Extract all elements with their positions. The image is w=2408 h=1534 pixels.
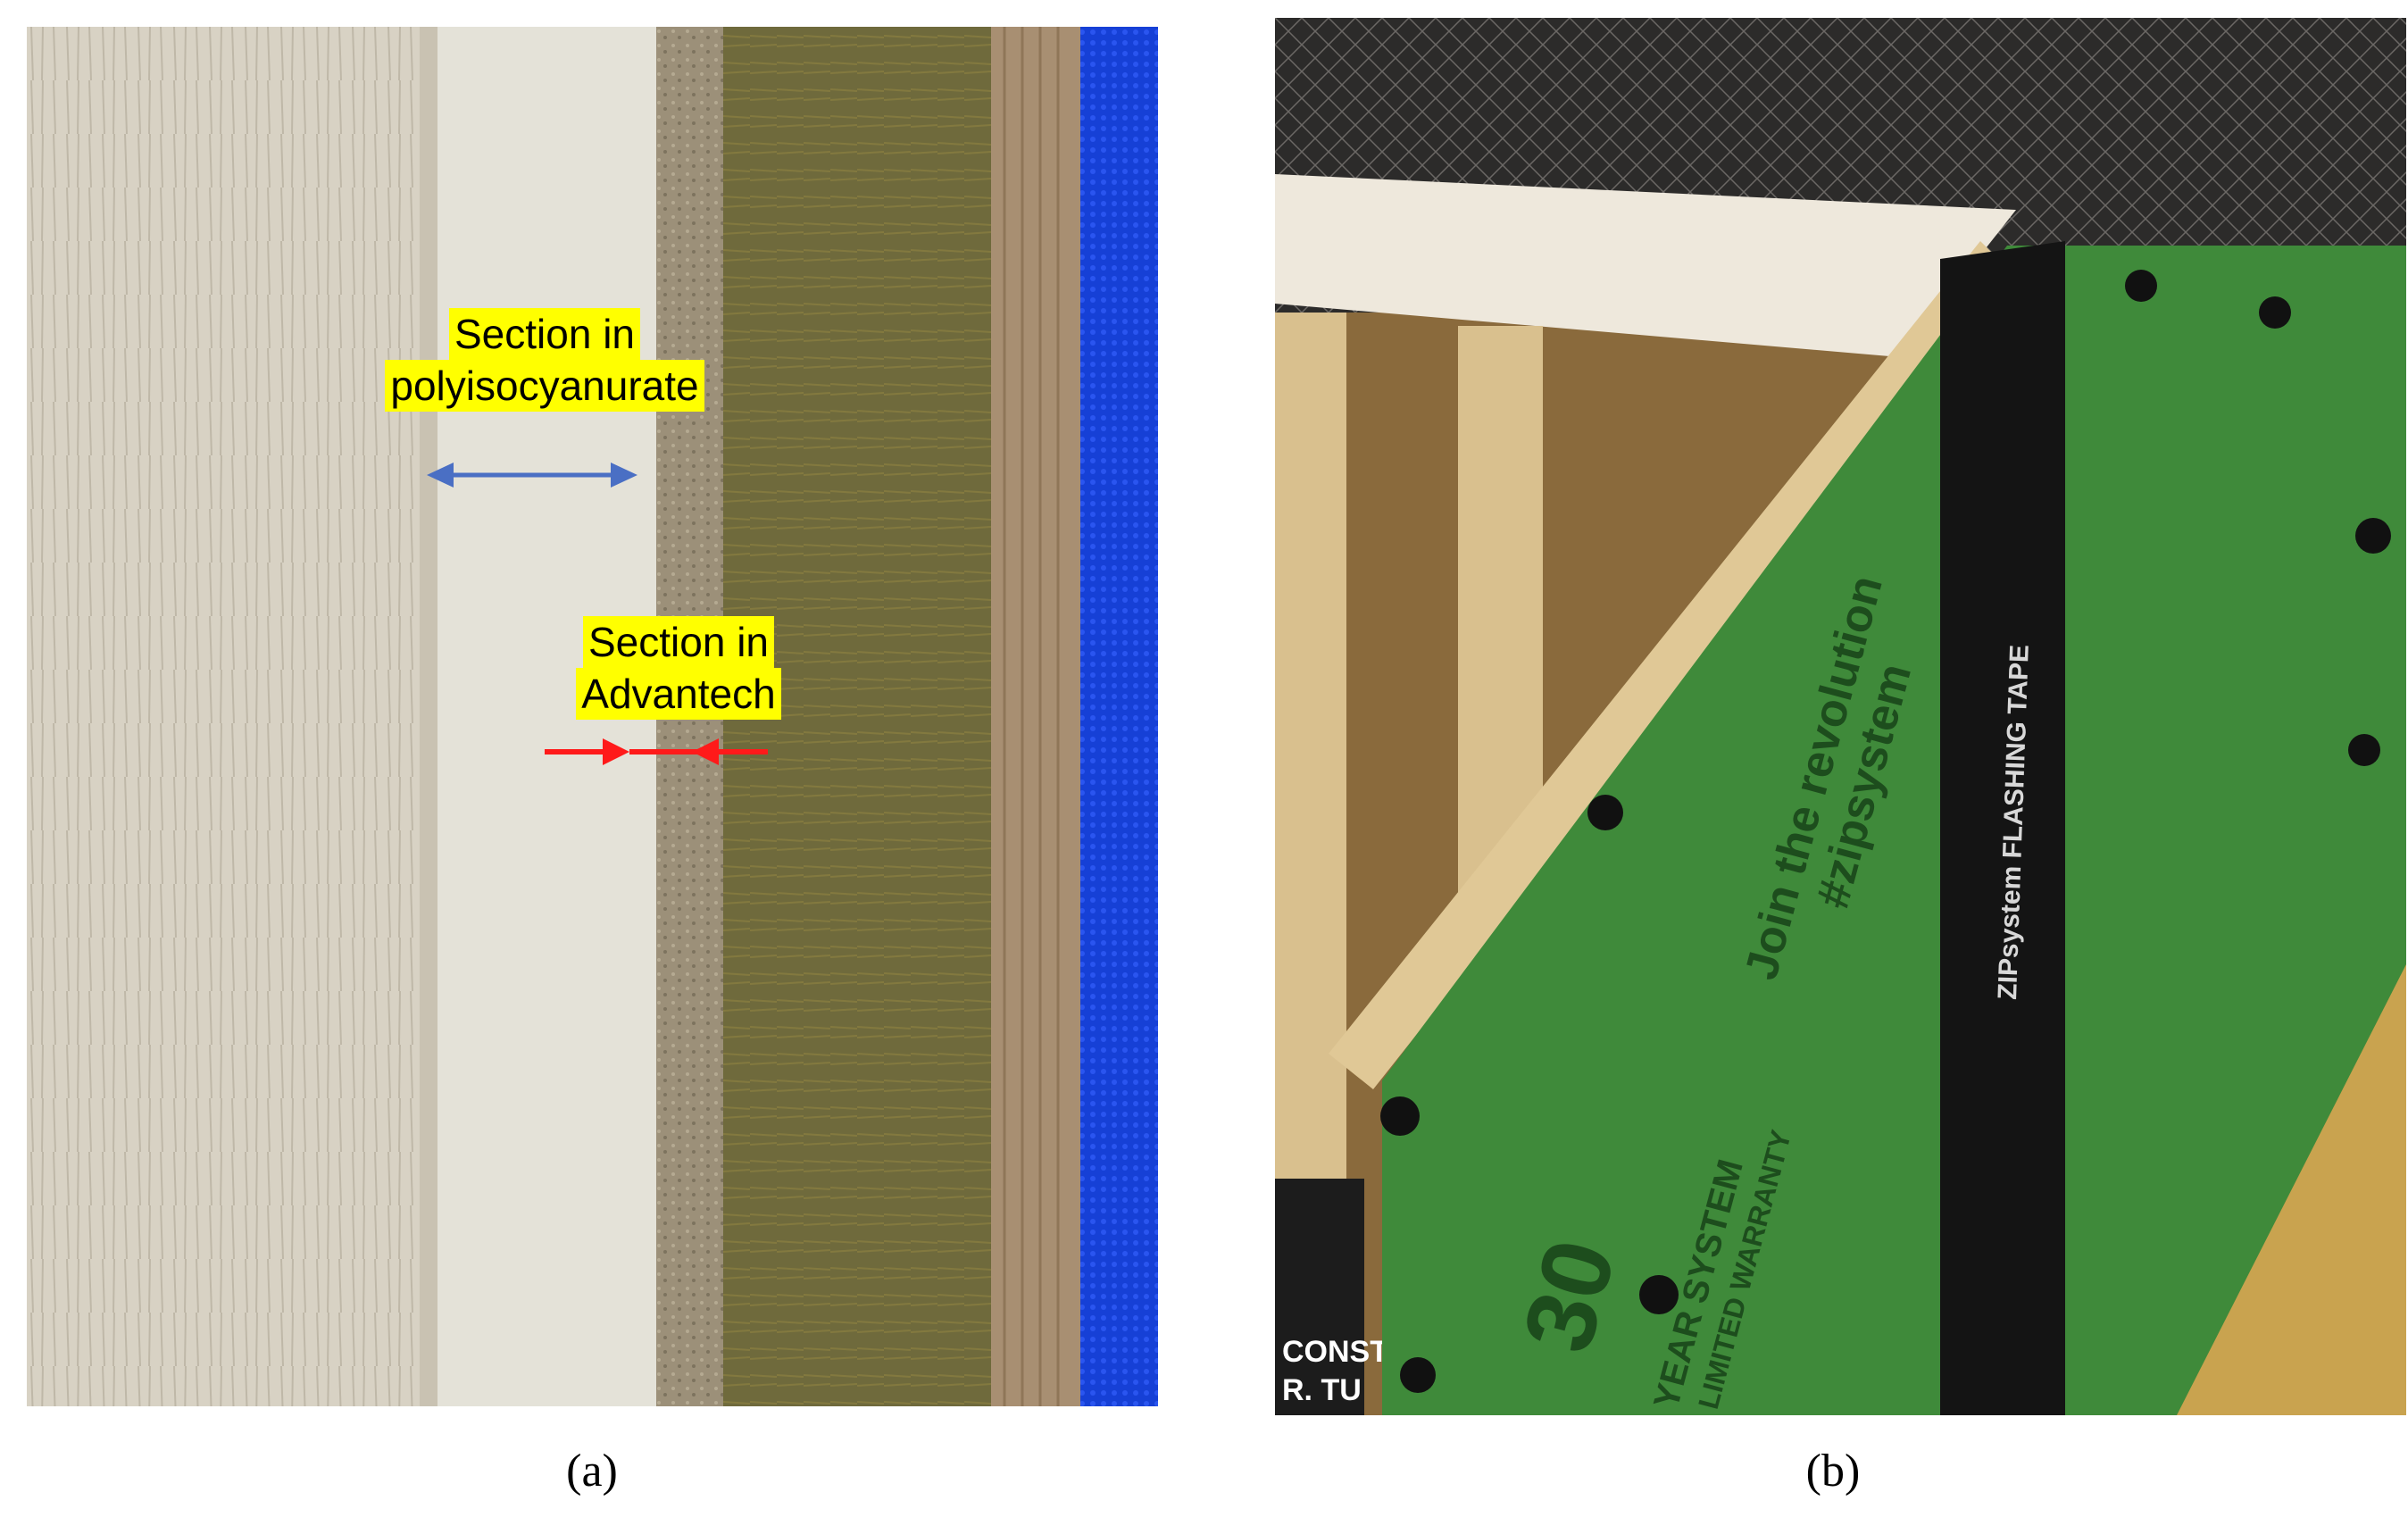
black-flashing-tape <box>1940 241 2065 1415</box>
callout-advantech: Section in Advantech <box>571 616 786 720</box>
fastener-dots <box>1380 270 2391 1393</box>
diagonal-stud <box>1329 241 2016 1089</box>
wood-stud <box>27 27 424 1406</box>
sign-line2: R. TU <box>1282 1373 1362 1407</box>
callout-polyiso-line1: Section in <box>448 308 640 360</box>
cardboard-sign <box>1275 1179 1364 1415</box>
polyiso-span-arrow <box>427 463 637 488</box>
green-sheathing-panel <box>1382 246 2406 1415</box>
advantech-span-arrows <box>545 738 768 765</box>
blue-background <box>1080 27 1158 1406</box>
callout-advantech-line1: Section in <box>582 616 774 668</box>
panel-label-b: (b) <box>1805 1446 1861 1496</box>
zip-panel-illustration: CONST R. TU ZIPsystem FLASHING TAPE Join… <box>1275 18 2406 1415</box>
callout-polyisocyanurate: Section in polyisocyanurate <box>357 308 732 412</box>
sign-line1: CONST <box>1282 1335 1388 1369</box>
photo-zip-panel: CONST R. TU ZIPsystem FLASHING TAPE Join… <box>1275 18 2406 1415</box>
callout-advantech-line2: Advantech <box>576 668 781 720</box>
wood-edge <box>420 27 437 1406</box>
foam-top-rail <box>1275 174 2016 357</box>
panel-label-a: (a) <box>566 1446 618 1496</box>
callout-polyiso-line2: polyisocyanurate <box>385 360 704 412</box>
right-stud-foreground <box>2177 964 2406 1415</box>
plywood-edge <box>991 27 1080 1406</box>
